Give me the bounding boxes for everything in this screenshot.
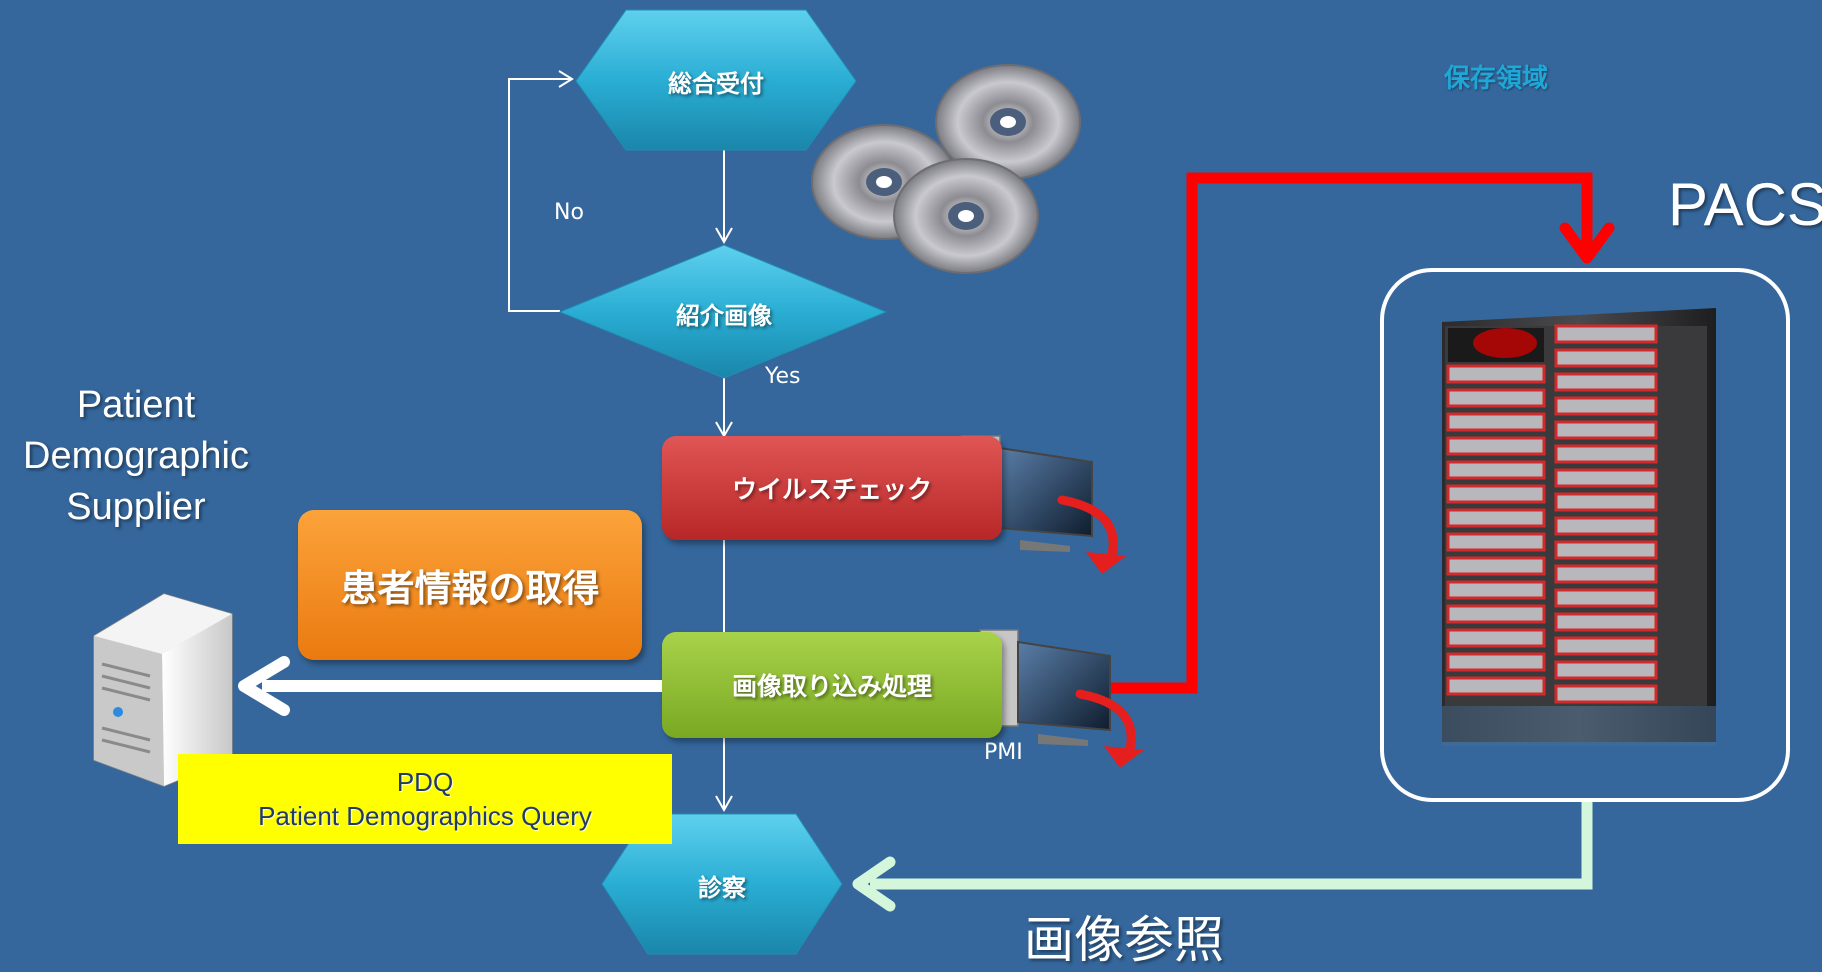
pdq-title: PDQ	[396, 767, 454, 797]
query-arrowhead	[238, 656, 290, 716]
virus-check-label: ウイルスチェック	[731, 475, 932, 504]
no-loop-arrowhead	[558, 70, 574, 88]
reference-arrow-line	[870, 800, 1593, 890]
pacs-server-rack-icon	[1442, 308, 1716, 746]
referral-diamond	[558, 244, 888, 379]
examination-label: 診察	[698, 874, 746, 902]
patient-demographic-supplier-label: Patient Demographic Supplier	[0, 380, 272, 533]
disc-icon	[935, 64, 1081, 180]
pds-line-1: Patient	[76, 384, 196, 426]
disc-icon	[893, 158, 1039, 274]
flow-arrowhead-1	[715, 227, 733, 245]
image-import-box: 画像取り込み処理	[662, 632, 1002, 738]
store-arrowhead	[1559, 222, 1615, 264]
pacs-frame	[1380, 268, 1790, 802]
no-branch-label: No	[554, 200, 584, 225]
referral-images-label: 紹介画像	[676, 302, 772, 330]
reception-hexagon	[575, 9, 857, 151]
no-loop-line	[508, 78, 572, 312]
image-import-label: 画像取り込み処理	[731, 672, 932, 701]
flow-arrowhead-4	[715, 795, 733, 813]
store-arrow-line	[1110, 172, 1593, 694]
pdq-subtitle: Patient Demographics Query	[258, 801, 592, 831]
storage-area-label: 保存領域	[1444, 64, 1549, 94]
patient-info-box: 患者情報の取得	[298, 510, 642, 660]
reference-arrowhead	[852, 856, 896, 912]
pds-line-3: Supplier	[66, 486, 206, 528]
reception-label: 総合受付	[668, 70, 764, 98]
pdq-box: PDQ Patient Demographics Query	[178, 754, 672, 844]
yes-branch-label: Yes	[765, 364, 801, 389]
pds-line-2: Demographic	[23, 435, 249, 477]
pmi-label: PMI	[984, 740, 1023, 765]
patient-demographic-server-icon	[93, 593, 233, 787]
pacs-label: PACS	[1668, 171, 1822, 238]
virus-check-box: ウイルスチェック	[662, 436, 1002, 540]
patient-info-label: 患者情報の取得	[340, 567, 600, 610]
image-reference-label: 画像参照	[1024, 911, 1224, 969]
